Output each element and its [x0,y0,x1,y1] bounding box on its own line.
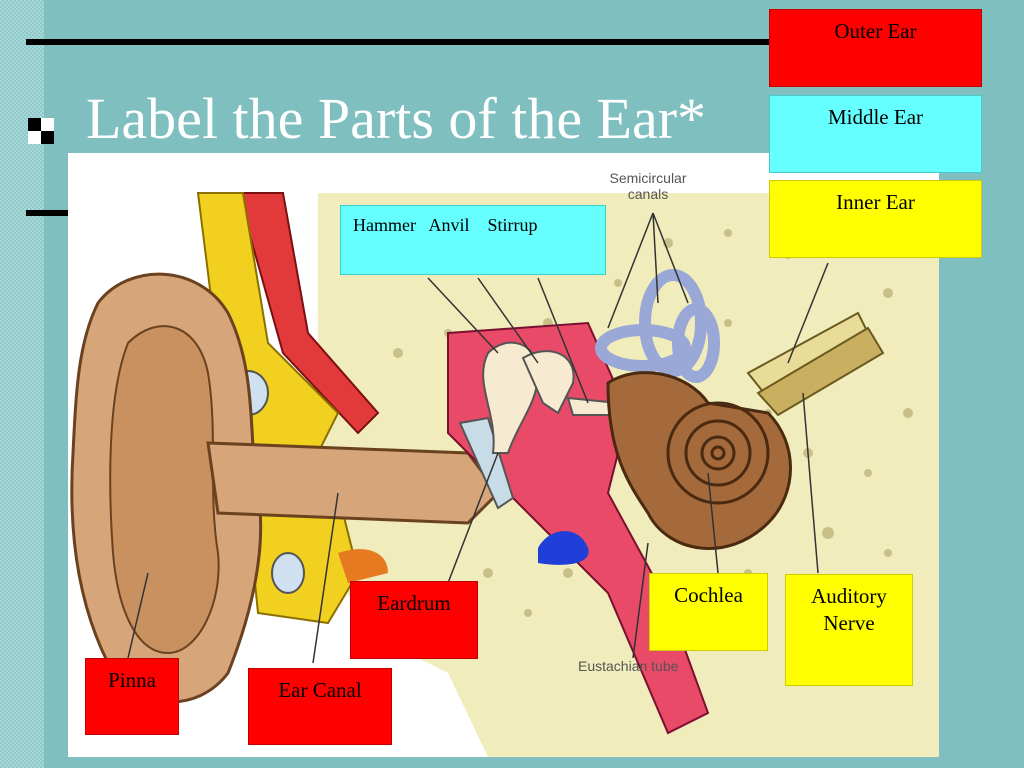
eardrum-label: Eardrum [350,581,478,659]
ear-canal-label: Ear Canal [248,668,392,745]
pinna-label: Pinna [85,658,179,735]
slide-title: Label the Parts of the Ear* [86,86,707,151]
outer-ear-legend: Outer Ear [769,9,982,87]
eustachian-tube-label: Eustachian tube [578,658,679,674]
auditory-nerve-label: Auditory Nerve [785,574,913,686]
ossicles-label: Hammer Anvil Stirrup [340,205,606,275]
middle-ear-legend: Middle Ear [769,95,982,173]
bullet-icon [28,118,54,144]
lower-rule [26,210,70,216]
top-rule [26,39,786,45]
cochlea-label: Cochlea [649,573,768,651]
inner-ear-legend: Inner Ear [769,180,982,258]
checker-strip [0,0,44,768]
semicircular-canals-label: Semicircular canals [609,170,687,203]
